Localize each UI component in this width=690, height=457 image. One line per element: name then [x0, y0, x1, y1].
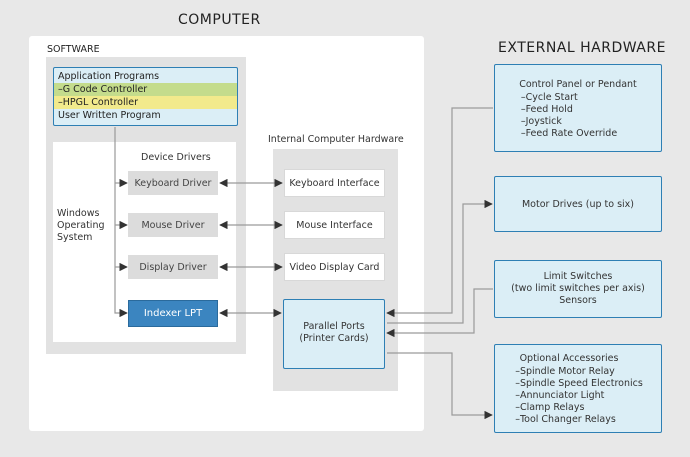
optional-item: –Spindle Speed Electronics: [515, 378, 643, 389]
control-panel-item: –Feed Hold: [520, 104, 573, 115]
optional-item: –Clamp Relays: [515, 402, 585, 413]
user-written-program: User Written Program: [58, 110, 161, 121]
control-panel-item: –Feed Rate Override: [520, 128, 618, 139]
external-hardware-title: EXTERNAL HARDWARE: [498, 40, 666, 56]
display-driver: Display Driver: [128, 255, 218, 279]
optional-item: –Tool Changer Relays: [515, 414, 616, 425]
hpgl-controller: –HPGL Controller: [54, 96, 237, 109]
optional-item: –Annunciator Light: [515, 390, 605, 401]
motor-drives-link: [387, 199, 493, 324]
control-panel-item: –Joystick: [520, 116, 562, 127]
mouse-driver: Mouse Driver: [128, 213, 218, 237]
device-drivers-label: Device Drivers: [141, 152, 211, 163]
control-panel-link: [386, 107, 493, 318]
windows-os-label: Windows Operating System: [57, 208, 105, 243]
app-to-drivers-line: [114, 127, 128, 318]
internal-hardware-label: Internal Computer Hardware: [268, 134, 404, 145]
software-label: SOFTWARE: [47, 44, 100, 55]
optional-item: –Spindle Motor Relay: [515, 366, 615, 377]
motor-drives-box: Motor Drives (up to six): [494, 176, 662, 232]
optional-accessories-box: Optional Accessories –Spindle Motor Rela…: [494, 344, 662, 433]
application-programs-label: Application Programs: [58, 71, 160, 82]
indexer-lpt-box: Indexer LPT: [128, 300, 218, 327]
control-panel-item: –Cycle Start: [520, 92, 578, 103]
parallel-ports-box: Parallel Ports (Printer Cards): [283, 299, 385, 369]
application-programs-box: Application Programs –G Code Controller …: [53, 67, 238, 126]
g-code-controller: –G Code Controller: [54, 83, 237, 96]
optional-link: [387, 352, 493, 420]
video-display-card: Video Display Card: [284, 253, 385, 281]
limit-switches-box: Limit Switches (two limit switches per a…: [494, 260, 662, 318]
limit-switches-link: [386, 288, 493, 338]
mouse-interface: Mouse Interface: [284, 211, 385, 239]
keyboard-driver: Keyboard Driver: [128, 171, 218, 195]
computer-title: COMPUTER: [178, 12, 261, 28]
control-panel-box: Control Panel or Pendant –Cycle Start –F…: [494, 64, 662, 152]
keyboard-interface: Keyboard Interface: [284, 169, 385, 197]
